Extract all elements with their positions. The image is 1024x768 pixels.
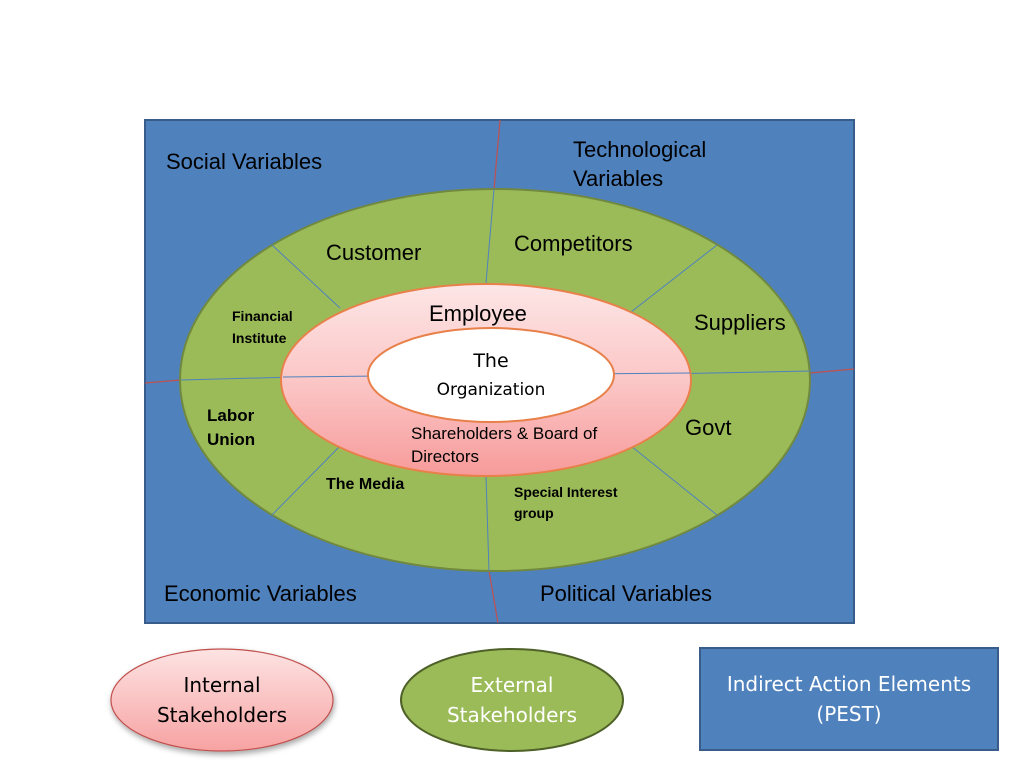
competitors-label: Competitors xyxy=(514,231,633,256)
legend-external-shape xyxy=(400,648,624,752)
labor-union-label: Labor Union xyxy=(207,406,256,449)
legend-indirect-shape xyxy=(699,647,999,751)
political-variables-label: Political Variables xyxy=(540,581,713,606)
legend-indirect-label: Indirect Action Elements (PEST) xyxy=(726,672,972,726)
financial-institute-label: Financial Institute xyxy=(232,308,293,346)
special-interest-group-label: Special Interest group xyxy=(514,484,618,521)
organization-ellipse xyxy=(367,327,615,423)
employee-label: Employee xyxy=(429,301,527,326)
divider-left xyxy=(144,379,182,384)
economic-variables-label: Economic Variables xyxy=(164,581,357,606)
social-variables-label: Social Variables xyxy=(166,149,323,174)
legend-internal-label: Internal Stakeholders xyxy=(156,673,288,727)
segment-dividers xyxy=(180,188,811,572)
suppliers-label: Suppliers xyxy=(694,310,786,335)
legend-external-label: External Stakeholders xyxy=(446,673,578,727)
technological-variables-label: Technological Variables xyxy=(573,137,707,191)
shareholders-label: Shareholders & Board of Directors xyxy=(411,424,598,467)
divider-right xyxy=(809,368,855,374)
divider-top xyxy=(493,119,501,190)
govt-label: Govt xyxy=(685,415,732,440)
divider-bottom xyxy=(488,570,499,624)
legend-internal-shape xyxy=(110,648,334,752)
organization-line2: Organization xyxy=(436,380,546,400)
organization-line1: The xyxy=(473,350,509,372)
customer-label: Customer xyxy=(326,240,422,265)
the-media-label: The Media xyxy=(326,476,405,493)
